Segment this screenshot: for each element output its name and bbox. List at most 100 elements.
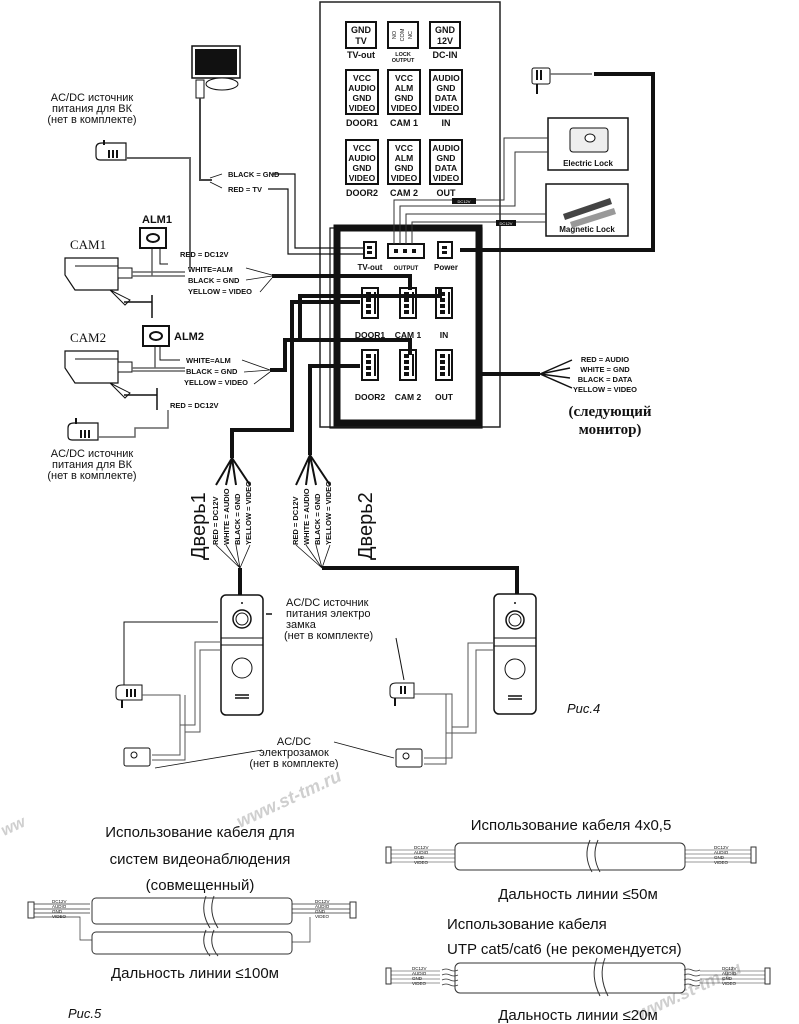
pin-label: VCC (353, 143, 371, 153)
door2-wire-label: WHITE = AUDIO (302, 488, 311, 545)
power-adapter-icon (95, 140, 127, 161)
cable-4x05-section: Использование кабеля 4x0,5 DC12V AUDIO G… (385, 817, 757, 903)
pin-label: GND (315, 909, 326, 914)
pin-label: AUDIO (315, 904, 330, 909)
pin-label: GND (395, 93, 414, 103)
pin-label: VIDEO (412, 981, 427, 986)
pin-label: DC12V (412, 966, 427, 971)
pin-label: DATA (435, 93, 457, 103)
pin-label: AUDIO (348, 83, 376, 93)
pin-label: 12V (437, 36, 453, 46)
next-monitor-wire-label: YELLOW = VIDEO (573, 385, 637, 394)
pin-label: GND (412, 976, 423, 981)
cable-utp-section: Использование кабеля UTP cat5/cat6 (не р… (385, 916, 771, 1024)
magnetic-lock-label: Magnetic Lock (559, 225, 615, 234)
pin-label: DC12V (315, 899, 330, 904)
electric-lock-icon (123, 747, 151, 767)
terminal-label: CAM 2 (390, 188, 418, 198)
pin-label: GND (414, 855, 425, 860)
cam1-wire-label: WHITE=ALM (188, 265, 233, 274)
alarm-sensor-icon (139, 227, 167, 249)
tv-wire-black-label: BLACK = GND (228, 170, 280, 179)
pin-label: AUDIO (52, 904, 67, 909)
connector-label: IN (440, 330, 449, 340)
pin-label: VIDEO (391, 173, 418, 183)
connector-label: OUTPUT (394, 266, 419, 272)
pin-label: AUDIO (412, 971, 427, 976)
pin-label: AUDIO (432, 73, 460, 83)
next-monitor-caption: (следующий (568, 404, 651, 420)
pin-label: AUDIO (414, 850, 429, 855)
camera-icon (64, 257, 153, 318)
terminal-label: CAM 1 (390, 118, 418, 128)
door2-wire-label: RED = DC12V (291, 496, 300, 545)
pin-label: GND (395, 163, 414, 173)
cam1-label: CAM1 (70, 237, 106, 252)
cam1-wire-label: YELLOW = VIDEO (188, 287, 252, 296)
pin-label: ALM (395, 153, 413, 163)
connector-label: Power (434, 263, 458, 272)
power-supply-note: AC/DC источник (51, 448, 134, 460)
pin-label: VCC (353, 73, 371, 83)
cable-utp-title: Использование кабеля (447, 916, 607, 933)
cable-coax-section: Использование кабеля для систем видеонаб… (27, 824, 357, 982)
next-monitor-wire-label: BLACK = DATA (578, 375, 633, 384)
connector-out: OUT (435, 349, 454, 402)
lock-note: электрозамок (259, 747, 329, 759)
door1-wire-label: WHITE = AUDIO (222, 488, 231, 545)
lock-note: (нет в комплекте) (249, 758, 338, 770)
door2-wire-fan (295, 454, 519, 594)
cam1-wire-label: RED = DC12V (180, 250, 229, 259)
next-monitor-wire-label: RED = AUDIO (581, 355, 629, 364)
pin-label: ALM (395, 83, 413, 93)
power-supply-note: AC/DC источник (51, 92, 134, 104)
power-supply-note: питания для ВК (52, 459, 133, 471)
connector-tv-out: TV-out (358, 241, 383, 272)
pin-label: DC12V (414, 845, 429, 850)
cable-coax-title: (совмещенный) (146, 877, 255, 894)
cam2-wire-label: WHITE=ALM (186, 356, 231, 365)
pin-label: GND (437, 83, 456, 93)
dc12v-tag: DC12V (458, 199, 471, 204)
power-supply-note: (нет в комплекте) (47, 470, 136, 482)
watermark: ww (0, 813, 30, 840)
connector-label: CAM 2 (395, 392, 422, 402)
electric-lock-box: Electric Lock (547, 117, 629, 171)
pin-label: VCC (395, 73, 413, 83)
connector-label: CAM 1 (395, 330, 422, 340)
connector-label: DOOR1 (355, 330, 386, 340)
power-supply-note: (нет в комплекте) (47, 114, 136, 126)
terminal-label: DC-IN (433, 50, 458, 60)
pin-label: COM (400, 28, 406, 41)
figure-5-caption: Рис.5 (68, 1006, 102, 1021)
lock-power-note: питания электро (286, 608, 370, 620)
power-supply-note: питания для ВК (52, 103, 133, 115)
connector-door1: DOOR1 (355, 287, 386, 340)
pin-label: AUDIO (714, 850, 729, 855)
power-adapter-icon (389, 682, 415, 706)
electric-lock-label: Electric Lock (563, 159, 613, 168)
camera-icon (64, 350, 158, 410)
terminal-tv-out: GND TV TV-out (345, 21, 377, 60)
pin-label: VIDEO (391, 103, 418, 113)
magnetic-lock-box: Magnetic Lock (545, 183, 629, 237)
pin-label: DC12V (722, 966, 737, 971)
lock-power-note: замка (286, 619, 317, 631)
cable-utp-title: UTP cat5/cat6 (не рекомендуется) (447, 941, 682, 958)
pin-label: GND (351, 25, 372, 35)
connector-label: OUT (435, 392, 454, 402)
watermark: www.st-tm.ru (233, 766, 344, 832)
tv-wire-red-label: RED = TV (228, 185, 262, 194)
cam2-wire-label: YELLOW = VIDEO (184, 378, 248, 387)
door2-label: Дверь2 (355, 492, 377, 560)
cable-coax-title: Использование кабеля для (105, 824, 295, 841)
power-adapter-icon (67, 418, 99, 441)
door-station-2 (493, 593, 537, 715)
connector-in: IN (435, 287, 453, 340)
cable-4x05-title: Использование кабеля 4x0,5 (471, 817, 672, 834)
pin-label: GND (722, 976, 733, 981)
terminal-label: TV-out (347, 50, 375, 60)
